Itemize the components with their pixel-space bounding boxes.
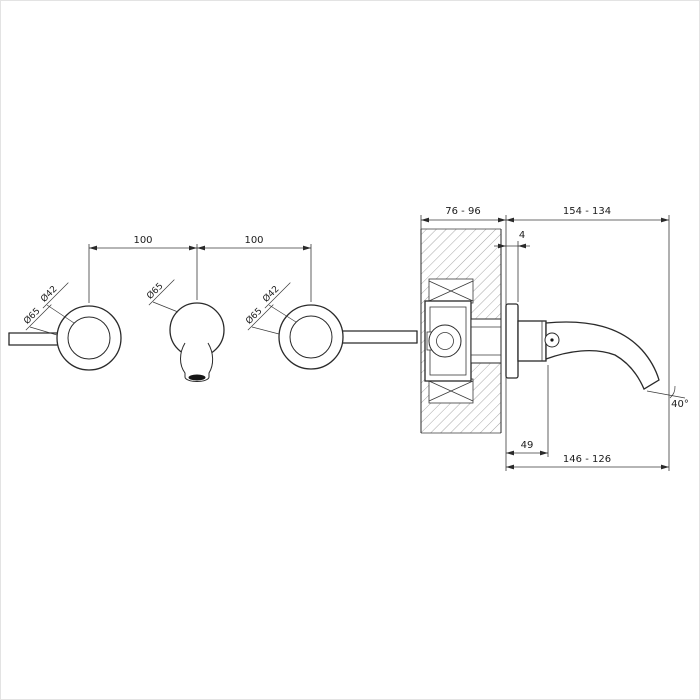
- escutcheon-plate: [505, 303, 519, 379]
- label-underline: [148, 279, 175, 306]
- dia-text: Ø65: [145, 281, 166, 302]
- dim-text-plate: 4: [519, 230, 525, 241]
- spout-side: [517, 320, 660, 390]
- side-dimensions: 76 - 96 154 - 134 4 49 146 - 126 40°: [420, 206, 689, 471]
- arrow-icon: [540, 450, 548, 456]
- arrow-icon: [421, 217, 429, 223]
- arrow-icon: [197, 245, 205, 251]
- bracket-cross-line: [428, 380, 474, 402]
- built-in-body: [424, 278, 502, 404]
- valve-cartridge: [428, 324, 462, 358]
- left-handle-inner-circle: [67, 316, 111, 360]
- dim-text-body: 49: [521, 440, 534, 451]
- dia-text: Ø42: [261, 284, 282, 305]
- spout-front: [169, 302, 225, 382]
- dia-text: Ø65: [22, 306, 43, 327]
- side-view: 76 - 96 154 - 134 4 49 146 - 126 40°: [420, 206, 689, 471]
- leader-line: [268, 304, 297, 323]
- label-right-inner-dia: Ø42: [261, 282, 291, 309]
- arrow-icon: [661, 464, 669, 470]
- dim-text-reach-top: 154 - 134: [563, 206, 611, 217]
- arrow-icon: [661, 217, 669, 223]
- label-underline: [25, 304, 52, 331]
- front-dimensions: 100 100: [88, 235, 312, 303]
- arrow-icon: [303, 245, 311, 251]
- dia-text: Ø65: [244, 306, 265, 327]
- leader-line: [29, 326, 58, 336]
- label-left-inner-dia: Ø42: [39, 282, 69, 309]
- leader-line: [46, 304, 75, 324]
- body-connector: [470, 318, 502, 364]
- arrow-icon: [518, 243, 526, 249]
- arrow-icon: [498, 217, 506, 223]
- spout-outlet: [188, 374, 206, 381]
- left-handle-outer-circle: [56, 305, 122, 371]
- dim-text-angle: 40°: [671, 399, 689, 410]
- dim-text-wall-depth: 76 - 96: [445, 206, 480, 217]
- spout-base-cylinder: [517, 320, 547, 362]
- label-spout-dia: Ø65: [145, 279, 175, 306]
- label-underline: [42, 282, 69, 309]
- front-view: 100 100 Ø42 Ø65 Ø65 Ø42: [8, 235, 418, 382]
- arrow-icon: [498, 243, 506, 249]
- right-handle-inner-circle: [289, 315, 333, 359]
- arrow-icon: [89, 245, 97, 251]
- right-handle: [278, 304, 418, 370]
- angle-reference-line: [646, 390, 686, 399]
- valve-cartridge-inner: [436, 332, 454, 350]
- angle-arc: [669, 385, 676, 399]
- right-handle-outer-circle: [278, 304, 344, 370]
- label-underline: [247, 304, 274, 331]
- label-underline: [264, 282, 291, 309]
- dim-text-left-spacing: 100: [133, 235, 152, 246]
- set-screw-center: [550, 338, 554, 342]
- leader-line: [251, 326, 280, 335]
- dim-text-reach-bottom: 146 - 126: [563, 454, 611, 465]
- leader-line: [152, 301, 179, 313]
- bracket-cross-line: [428, 280, 474, 302]
- arrow-icon: [506, 464, 514, 470]
- arrow-icon: [189, 245, 197, 251]
- dim-text-right-spacing: 100: [244, 235, 263, 246]
- dia-text: Ø42: [39, 284, 60, 305]
- arrow-icon: [506, 217, 514, 223]
- spout-body: [545, 321, 660, 390]
- spout-tube: [180, 342, 214, 382]
- arrow-icon: [506, 450, 514, 456]
